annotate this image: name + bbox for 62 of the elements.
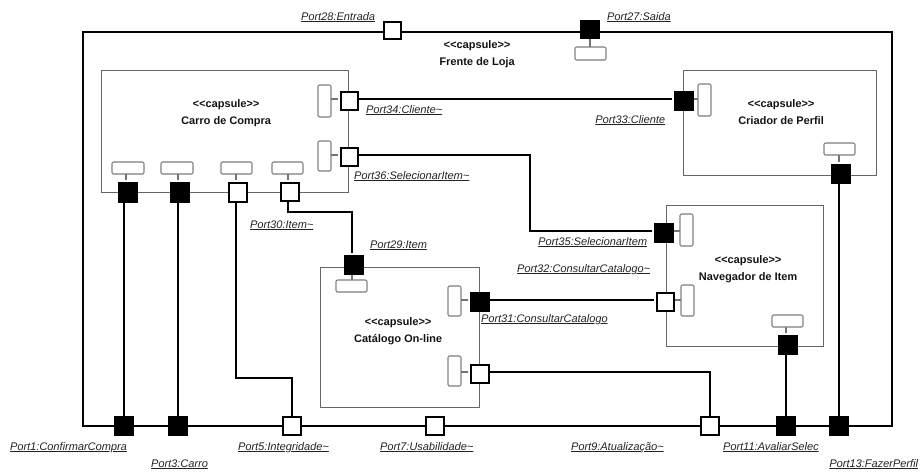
port-square (170, 182, 190, 203)
capsule-name: Carro de Compra (180, 114, 272, 128)
capsule-name: Criador de Perfil (737, 114, 825, 128)
capsule-name: Navegador de Item (698, 270, 798, 284)
capsule-name: Frente de Loja (438, 55, 516, 69)
connector-line (785, 353, 787, 416)
capsule-box (683, 70, 877, 176)
port-label: Port28:Entrada (301, 11, 375, 24)
port-square (425, 416, 445, 436)
port-square (383, 21, 402, 40)
port-label: Port13:FazerPerfil (829, 458, 918, 471)
port-square (340, 91, 359, 111)
port-square (778, 335, 798, 355)
port-label: Port29:Item (370, 239, 427, 252)
port-square (776, 416, 796, 436)
port-square (168, 416, 188, 436)
port-label: Port32:ConsultarCatalogo~ (517, 263, 650, 276)
port-label: Port9:Atualização~ (571, 441, 664, 454)
port-square (282, 416, 302, 436)
port-label: Port34:Cliente~ (366, 104, 442, 117)
connector-line (357, 98, 672, 100)
capsule-box (82, 31, 893, 427)
connector-line (488, 371, 711, 416)
port-square (470, 364, 490, 384)
port-square (831, 164, 851, 184)
port-square (118, 182, 138, 203)
port-label: Port27:Saida (607, 11, 671, 24)
connector-line (488, 299, 654, 301)
port-label: Port33:Cliente (595, 114, 665, 127)
port-square (470, 292, 490, 312)
port-label: Port31:ConsultarCatalogo (481, 313, 608, 326)
port-square (700, 416, 720, 436)
port-label: Port30:Item~ (250, 219, 314, 232)
capsule-name: Catálogo On-line (353, 332, 443, 346)
port-label: Port1:ConfirmarCompra (10, 441, 127, 454)
connector-line (123, 201, 125, 416)
port-square (674, 91, 694, 111)
port-square (829, 416, 849, 436)
port-label: Port5:Integridade~ (238, 441, 329, 454)
port-square (656, 292, 675, 312)
port-label: Port36:SelecionarItem~ (354, 170, 470, 183)
connector-line (287, 200, 353, 253)
stereotype-label: <<capsule>> (748, 97, 814, 111)
port-label: Port11:AvaliarSelec (723, 441, 819, 454)
connector-line (357, 154, 652, 232)
connector-line (235, 201, 293, 416)
port-square (654, 223, 674, 243)
connector-line (838, 182, 840, 416)
port-label: Port3:Carro (151, 458, 208, 471)
port-square (580, 20, 600, 39)
port-label: Port35:SelecionarItem (538, 236, 647, 249)
port-square (344, 255, 364, 275)
stereotype-label: <<capsule>> (364, 315, 432, 329)
port-label: Port7:Usabilidade~ (380, 441, 474, 454)
port-square (114, 416, 134, 436)
stereotype-label: <<capsule>> (444, 38, 510, 52)
port-square (340, 147, 359, 167)
stereotype-label: <<capsule>> (714, 253, 782, 267)
port-square (280, 182, 300, 202)
port-square (228, 182, 248, 203)
connector-line (177, 201, 179, 416)
stereotype-label: <<capsule>> (192, 97, 260, 111)
